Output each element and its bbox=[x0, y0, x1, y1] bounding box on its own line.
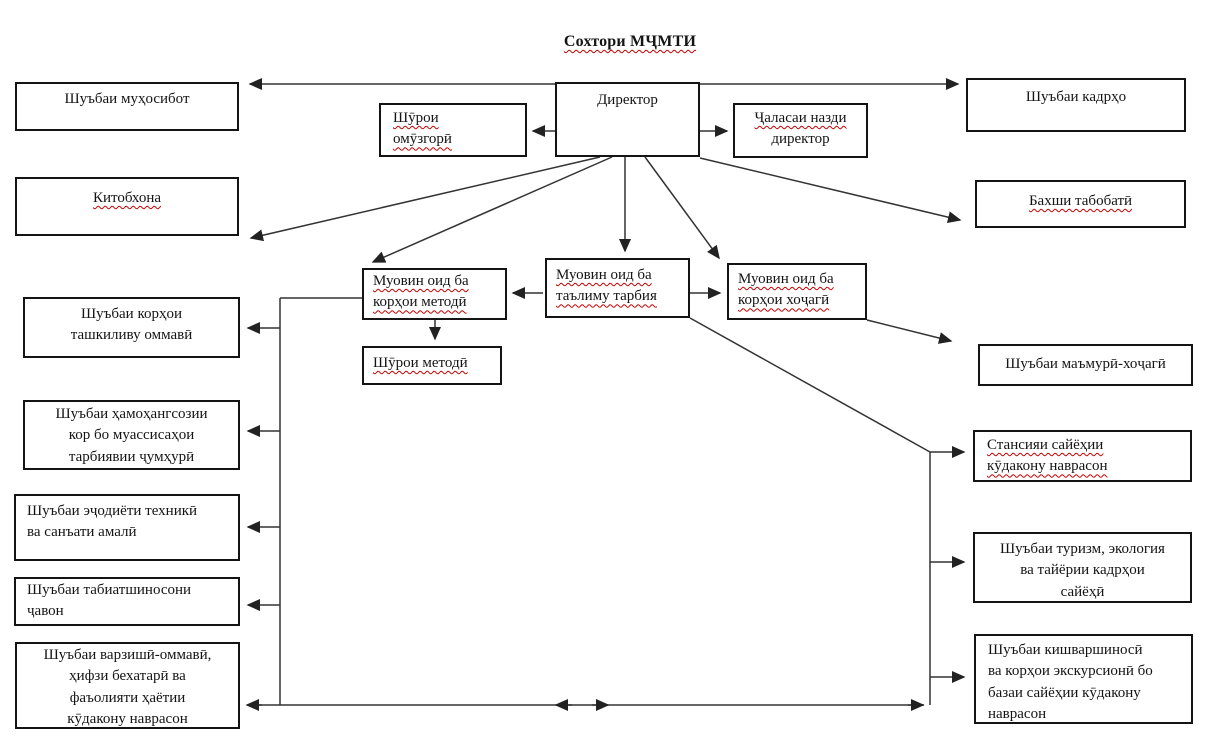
box-line: Шуъбаи табиатшиносони bbox=[27, 582, 192, 598]
box-coordination-dept: Шуъбаи ҳамоҳангсозии кор бо муассисаҳои … bbox=[23, 400, 240, 470]
box-line: Шуъбаи муҳосибот bbox=[64, 91, 190, 107]
box-line: Директор bbox=[597, 92, 658, 108]
box-line: ташкиливу оммавӣ bbox=[70, 327, 193, 344]
box-medical-unit: Бахши табобатӣ bbox=[975, 180, 1186, 228]
box-line: корҳои методӣ bbox=[373, 294, 467, 311]
box-deputy-methodical: Муовин оид ба корҳои методӣ bbox=[362, 268, 507, 320]
box-library: Китобхона bbox=[15, 177, 239, 236]
box-tourism-ecology-dept: Шуъбаи туризм, экология ва тайёрии кадрҳ… bbox=[973, 532, 1192, 603]
chart-title-text: Сохтори МҶМТИ bbox=[563, 33, 697, 50]
box-line: кӯдакону наврасон bbox=[67, 710, 188, 727]
box-line: ва корҳои экскурсионӣ бо bbox=[988, 663, 1153, 680]
box-line: Ҷаласаи назди bbox=[754, 110, 847, 126]
box-line: корҳои хоҷагӣ bbox=[738, 292, 830, 309]
box-admin-economic-dept: Шуъбаи маъмурӣ-хоҷагӣ bbox=[978, 344, 1193, 386]
box-line: Шуъбаи ҳамоҳангсозии bbox=[55, 406, 208, 422]
box-teachers-council: Шӯрои омӯзгорӣ bbox=[379, 103, 527, 157]
box-deputy-economic: Муовин оид ба корҳои хоҷагӣ bbox=[727, 263, 867, 320]
box-line: ва санъати амалӣ bbox=[27, 524, 137, 541]
box-line: Стансияи сайёҳии bbox=[987, 437, 1104, 453]
box-line: Муовин оид ба bbox=[556, 267, 652, 283]
box-accounting-dept: Шуъбаи муҳосибот bbox=[15, 82, 239, 131]
box-line: фаъолияти ҳаётии bbox=[69, 689, 186, 706]
box-line: Шуъбаи кишваршиносӣ bbox=[988, 642, 1143, 658]
box-director: Директор bbox=[555, 82, 700, 157]
box-line: Шуъбаи эҷодиёти техникӣ bbox=[27, 503, 198, 519]
box-line: Шуъбаи туризм, экология bbox=[1000, 541, 1165, 557]
box-line: ва тайёрии кадрҳои bbox=[1020, 562, 1145, 579]
connector-lines bbox=[245, 78, 966, 711]
box-local-history-dept: Шуъбаи кишваршиносӣ ва корҳои экскурсион… bbox=[974, 634, 1193, 724]
box-line: Шуъбаи корҳои bbox=[80, 306, 182, 322]
box-line: омӯзгорӣ bbox=[393, 131, 452, 148]
box-line: Шуъбаи кадрҳо bbox=[1025, 89, 1127, 105]
box-tech-art-dept: Шуъбаи эҷодиёти техникӣ ва санъати амалӣ bbox=[14, 494, 240, 561]
box-line: Шуъбаи маъмурӣ-хоҷагӣ bbox=[1005, 356, 1166, 372]
box-line: сайёҳӣ bbox=[1060, 583, 1105, 600]
box-line: ҷавон bbox=[27, 603, 64, 620]
box-hr-dept: Шуъбаи кадрҳо bbox=[966, 78, 1186, 132]
box-line: директор bbox=[771, 131, 830, 148]
box-sports-safety-dept: Шуъбаи варзишӣ-оммавӣ, ҳифзи бехатарӣ ва… bbox=[15, 642, 240, 729]
box-young-naturalists-dept: Шуъбаи табиатшиносони ҷавон bbox=[14, 577, 240, 626]
box-tourism-station: Стансияи сайёҳии кӯдакону наврасон bbox=[973, 430, 1192, 482]
box-line: ҳифзи бехатарӣ ва bbox=[69, 668, 186, 685]
box-line: Муовин оид ба bbox=[738, 271, 834, 287]
chart-title: Сохтори МҶМТИ bbox=[440, 33, 820, 51]
box-line: Китобхона bbox=[92, 190, 162, 206]
box-line: кор бо муассисаҳои bbox=[68, 427, 195, 444]
box-line: тарбиявии ҷумҳурӣ bbox=[68, 448, 195, 465]
box-line: Шӯрои методӣ bbox=[373, 355, 468, 371]
box-line: наврасон bbox=[988, 705, 1047, 722]
box-line: Муовин оид ба bbox=[373, 273, 469, 289]
box-director-meeting: Ҷаласаи назди директор bbox=[733, 103, 868, 158]
box-line: Бахши табобатӣ bbox=[1028, 193, 1133, 209]
box-line: таълиму тарбия bbox=[556, 288, 657, 305]
box-line: кӯдакону наврасон bbox=[987, 458, 1108, 475]
box-line: базаи сайёҳии кӯдакону bbox=[988, 684, 1141, 701]
box-methodical-council: Шӯрои методӣ bbox=[362, 346, 502, 385]
box-org-mass-dept: Шуъбаи корҳои ташкиливу оммавӣ bbox=[23, 297, 240, 358]
box-line: Шуъбаи варзишӣ-оммавӣ, bbox=[43, 647, 212, 663]
box-deputy-education: Муовин оид ба таълиму тарбия bbox=[545, 258, 690, 318]
box-line: Шӯрои bbox=[393, 110, 439, 126]
